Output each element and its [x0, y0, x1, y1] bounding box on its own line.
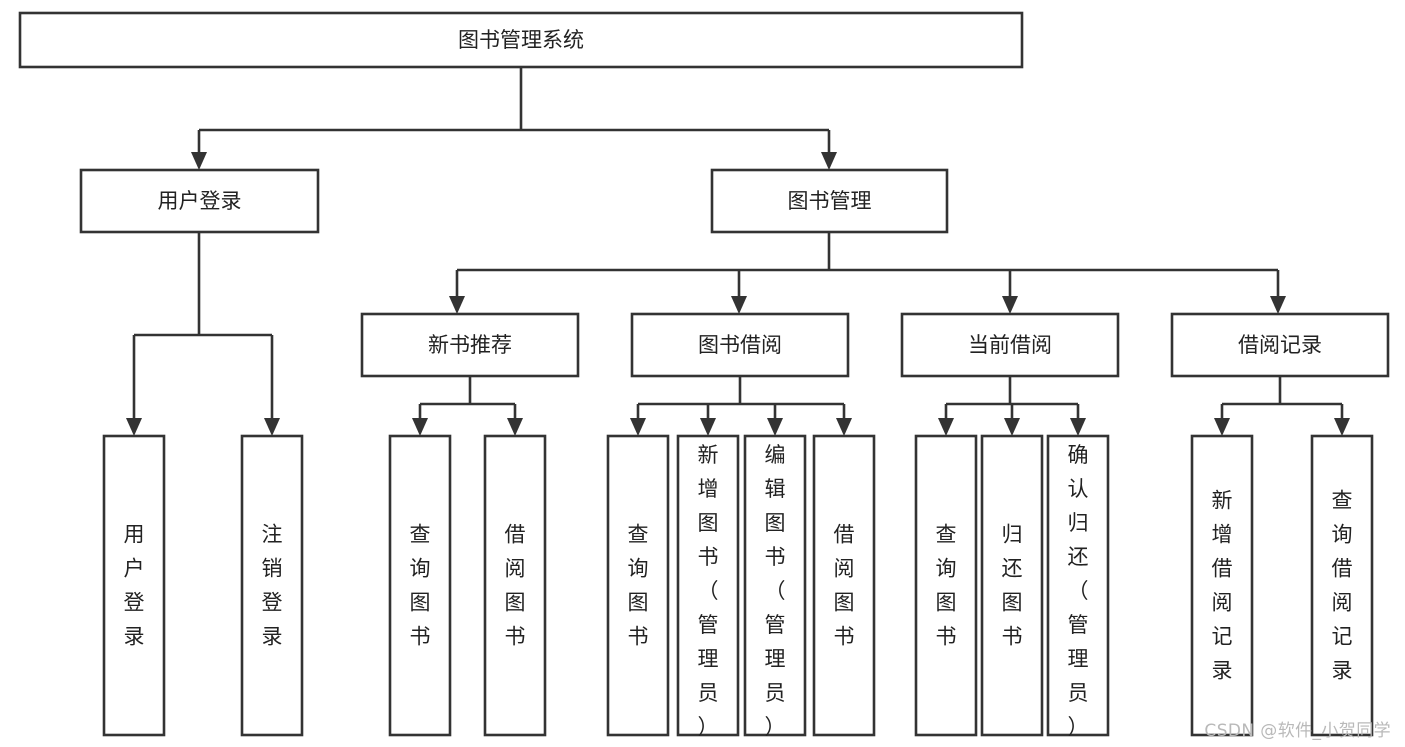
arrow-head-icon-book-management-bus-1	[731, 296, 747, 314]
node-查询图书-group[interactable]: 查询图书	[606, 434, 670, 737]
arrow-head-icon-book-borrow-bus-1	[700, 418, 716, 436]
arrow-head-icon-borrow-record-bus-1	[1334, 418, 1350, 436]
node-借阅图书-label: 借阅图书	[505, 523, 526, 649]
arrow-head-icon-book-management-bus-0	[449, 296, 465, 314]
arrow-head-icon-user-login-bus-1	[264, 418, 280, 436]
arrow-head-icon-root-0	[191, 152, 207, 170]
node-借阅图书-group[interactable]: 借阅图书	[812, 434, 876, 737]
node-借阅图书-label: 借阅图书	[834, 523, 855, 649]
node-归还图书-group[interactable]: 归还图书	[980, 434, 1044, 737]
node-图书借阅-group[interactable]: 图书借阅	[630, 312, 850, 378]
node-新增借阅记录-label: 新增借阅记录	[1212, 489, 1233, 683]
node-编辑图书管理员-box[interactable]	[743, 434, 807, 737]
arrow-head-icon-book-borrow-bus-2	[767, 418, 783, 436]
connector-layer	[126, 67, 1350, 436]
arrow-head-icon-book-management-bus-3	[1270, 296, 1286, 314]
node-确认归还管理员-label: 确认归还（管理员）	[1068, 443, 1089, 739]
node-图书管理系统-group[interactable]: 图书管理系统	[18, 11, 1024, 69]
node-注销登录-box[interactable]	[240, 434, 304, 737]
node-借阅图书-group[interactable]: 借阅图书	[483, 434, 547, 737]
node-注销登录-label: 注销登录	[262, 523, 283, 649]
node-当前借阅-box[interactable]	[900, 312, 1120, 378]
node-新增图书管理员-group[interactable]: 新增图书（管理员）	[676, 434, 740, 739]
node-查询图书-label: 查询图书	[410, 523, 431, 649]
arrow-head-icon-book-borrow-bus-0	[630, 418, 646, 436]
node-确认归还管理员-group[interactable]: 确认归还（管理员）	[1046, 434, 1110, 739]
node-用户登录-box[interactable]	[79, 168, 320, 234]
node-确认归还管理员-box[interactable]	[1046, 434, 1110, 737]
node-新书推荐-group[interactable]: 新书推荐	[360, 312, 580, 378]
node-新书推荐-label: 新书推荐	[428, 333, 512, 357]
node-新增图书管理员-label: 新增图书（管理员）	[698, 443, 719, 739]
node-图书管理-group[interactable]: 图书管理	[710, 168, 949, 234]
node-编辑图书管理员-group[interactable]: 编辑图书（管理员）	[743, 434, 807, 739]
node-借阅图书-box[interactable]	[812, 434, 876, 737]
node-借阅记录-box[interactable]	[1170, 312, 1390, 378]
node-当前借阅-group[interactable]: 当前借阅	[900, 312, 1120, 378]
node-查询图书-group[interactable]: 查询图书	[388, 434, 452, 737]
node-查询借阅记录-label: 查询借阅记录	[1332, 489, 1353, 683]
node-查询借阅记录-box[interactable]	[1310, 434, 1374, 737]
node-用户登录-group[interactable]: 用户登录	[102, 434, 166, 737]
node-新书推荐-box[interactable]	[360, 312, 580, 378]
node-注销登录-group[interactable]: 注销登录	[240, 434, 304, 737]
node-图书借阅-label: 图书借阅	[698, 333, 782, 357]
node-用户登录-group[interactable]: 用户登录	[79, 168, 320, 234]
arrow-head-icon-current-borrow-bus-2	[1070, 418, 1086, 436]
node-查询图书-box[interactable]	[606, 434, 670, 737]
node-新增图书管理员-box[interactable]	[676, 434, 740, 737]
node-图书借阅-box[interactable]	[630, 312, 850, 378]
node-借阅记录-label: 借阅记录	[1238, 333, 1322, 357]
node-用户登录-label: 用户登录	[158, 189, 242, 213]
arrow-head-icon-current-borrow-bus-1	[1004, 418, 1020, 436]
node-查询借阅记录-group[interactable]: 查询借阅记录	[1310, 434, 1374, 737]
node-用户登录-box[interactable]	[102, 434, 166, 737]
node-图书管理-label: 图书管理	[788, 189, 872, 213]
node-查询图书-label: 查询图书	[628, 523, 649, 649]
node-新增借阅记录-box[interactable]	[1190, 434, 1254, 737]
watermark-text: CSDN @软件_小贺同学	[1204, 721, 1391, 741]
arrow-head-icon-borrow-record-bus-0	[1214, 418, 1230, 436]
node-借阅记录-group[interactable]: 借阅记录	[1170, 312, 1390, 378]
arrow-head-icon-current-borrow-bus-0	[938, 418, 954, 436]
node-查询图书-box[interactable]	[914, 434, 978, 737]
node-layer: 图书管理系统用户登录图书管理新书推荐图书借阅当前借阅借阅记录用户登录注销登录查询…	[18, 11, 1390, 739]
node-归还图书-label: 归还图书	[1002, 523, 1023, 649]
node-用户登录-label: 用户登录	[124, 523, 145, 649]
node-查询图书-group[interactable]: 查询图书	[914, 434, 978, 737]
node-归还图书-box[interactable]	[980, 434, 1044, 737]
arrow-head-icon-new-book-bus-1	[507, 418, 523, 436]
arrow-head-icon-book-borrow-bus-3	[836, 418, 852, 436]
arrow-head-icon-user-login-bus-0	[126, 418, 142, 436]
node-图书管理系统-box[interactable]	[18, 11, 1024, 69]
arrow-head-icon-book-management-bus-2	[1002, 296, 1018, 314]
node-图书管理系统-label: 图书管理系统	[458, 28, 584, 52]
node-图书管理-box[interactable]	[710, 168, 949, 234]
node-当前借阅-label: 当前借阅	[968, 333, 1052, 357]
node-借阅图书-box[interactable]	[483, 434, 547, 737]
node-查询图书-label: 查询图书	[936, 523, 957, 649]
arrow-head-icon-root-1	[821, 152, 837, 170]
node-新增借阅记录-group[interactable]: 新增借阅记录	[1190, 434, 1254, 737]
arrow-head-icon-new-book-bus-0	[412, 418, 428, 436]
node-查询图书-box[interactable]	[388, 434, 452, 737]
node-编辑图书管理员-label: 编辑图书（管理员）	[765, 443, 786, 739]
